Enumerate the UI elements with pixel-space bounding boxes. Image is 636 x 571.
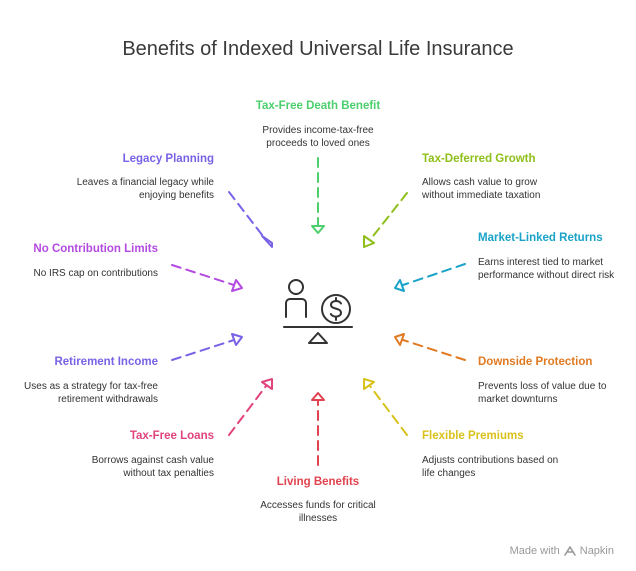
label-tax-deferred-growth: Tax-Deferred Growth	[422, 153, 536, 165]
label-downside-protection: Downside Protection	[478, 356, 593, 368]
arrow-market-linked-returns	[394, 263, 466, 292]
label-no-contribution-limits: No Contribution Limits	[33, 243, 158, 255]
napkin-logo-icon	[563, 546, 576, 556]
watermark-brand: Napkin	[579, 545, 614, 557]
arrow-downside-protection	[394, 333, 466, 361]
arrow-living-benefits	[311, 392, 325, 466]
arrow-no-contribution-limits	[171, 264, 243, 292]
watermark-prefix: Made with	[509, 545, 560, 557]
arrow-retirement-income	[171, 333, 243, 361]
arrow-legacy-planning	[228, 191, 273, 248]
person-money-balance-icon	[283, 279, 353, 344]
arrow-tax-free-death-benefit	[311, 157, 325, 234]
label-legacy-planning: Legacy Planning	[122, 153, 214, 165]
arrow-tax-free-loans	[228, 378, 273, 436]
desc-no-contribution-limits: No IRS cap on contributions	[33, 268, 158, 279]
arrow-tax-deferred-growth	[363, 192, 408, 248]
label-retirement-income: Retirement Income	[54, 356, 158, 368]
label-tax-free-death-benefit: Tax-Free Death Benefit	[255, 100, 381, 112]
label-flexible-premiums: Flexible Premiums	[422, 430, 524, 442]
watermark[interactable]: Made with Napkin	[510, 545, 614, 557]
label-living-benefits: Living Benefits	[276, 476, 360, 488]
label-market-linked-returns: Market-Linked Returns	[478, 232, 603, 244]
arrow-flexible-premiums	[363, 378, 408, 436]
page-title: Benefits of Indexed Universal Life Insur…	[122, 38, 514, 60]
label-tax-free-loans: Tax-Free Loans	[129, 430, 214, 442]
